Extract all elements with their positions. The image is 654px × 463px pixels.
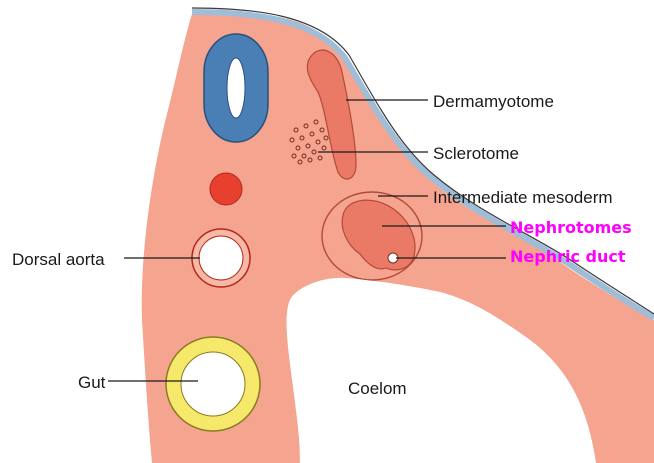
label-coelom: Coelom: [348, 379, 407, 398]
label-intermediate-mesoderm: Intermediate mesoderm: [433, 188, 613, 207]
gut-lumen: [181, 352, 245, 416]
label-nephric-duct: Nephric duct: [510, 247, 626, 266]
notochord: [210, 173, 242, 205]
label-gut: Gut: [78, 373, 106, 392]
label-dermamyotome: Dermamyotome: [433, 92, 554, 111]
neural-canal: [227, 58, 245, 118]
dorsal-aorta-lumen: [199, 236, 243, 280]
label-sclerotome: Sclerotome: [433, 144, 519, 163]
label-nephrotomes: Nephrotomes: [510, 218, 632, 237]
label-dorsal-aorta: Dorsal aorta: [12, 250, 105, 269]
